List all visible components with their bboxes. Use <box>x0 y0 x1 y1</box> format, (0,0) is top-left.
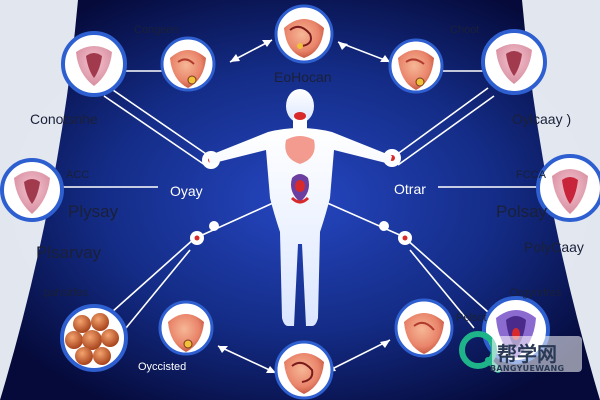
label-polycaay: PolyCaay <box>524 239 584 255</box>
label-plsarvay: Plsarvay <box>36 243 102 262</box>
watermark-logo <box>459 331 582 373</box>
lungs-icon <box>285 136 315 164</box>
ovary-organ-icon-top-left <box>160 36 216 92</box>
human-body-icon <box>208 89 392 326</box>
endocrine-organ-icon-bottom <box>274 340 334 400</box>
ovary-organ-icon-top-right <box>388 38 444 94</box>
label-conotsnhe: Conotsnhe <box>30 111 98 127</box>
label-pelsot: Pelsot <box>456 312 487 324</box>
label-oyay: Oyay <box>170 183 203 199</box>
uterus-organ-icon-top-right <box>481 29 547 95</box>
label-oylcaay: Oylcaay ) <box>512 111 572 127</box>
uterus-organ-icon-top-left <box>61 31 127 97</box>
label-orgymfres: Orgymfres <box>510 287 562 299</box>
follicle-cluster-icon <box>60 304 128 372</box>
label-oyccisted: Oyccisted <box>138 361 187 373</box>
watermark-subtitle: BANGYUEWANG <box>490 364 565 373</box>
connector-lines <box>62 39 540 374</box>
endocrine-organ-icon-top <box>274 4 334 64</box>
ovary-organ-icon-bottom-right <box>394 298 454 358</box>
label-pahsitfes: pahsitfes <box>44 287 89 299</box>
label-plysay: Plysay <box>68 202 119 221</box>
watermark-title: 帮学网 <box>497 342 557 366</box>
label-polsay: Polsay <box>496 202 548 221</box>
label-otrar: Otrar <box>394 181 426 197</box>
uterus-organ-icon-mid-right <box>536 154 600 222</box>
label-fcca: FCCA <box>516 169 546 181</box>
label-congeen: Congeen <box>134 24 179 36</box>
label-choot: Choot <box>450 24 480 36</box>
label-acc: ACC <box>66 169 90 181</box>
ovary-organ-icon-bottom-left <box>158 300 214 356</box>
thyroid-icon <box>294 112 306 120</box>
label-eohocan: EoHocan <box>274 69 332 85</box>
uterus-organ-icon-mid-left <box>0 158 64 222</box>
